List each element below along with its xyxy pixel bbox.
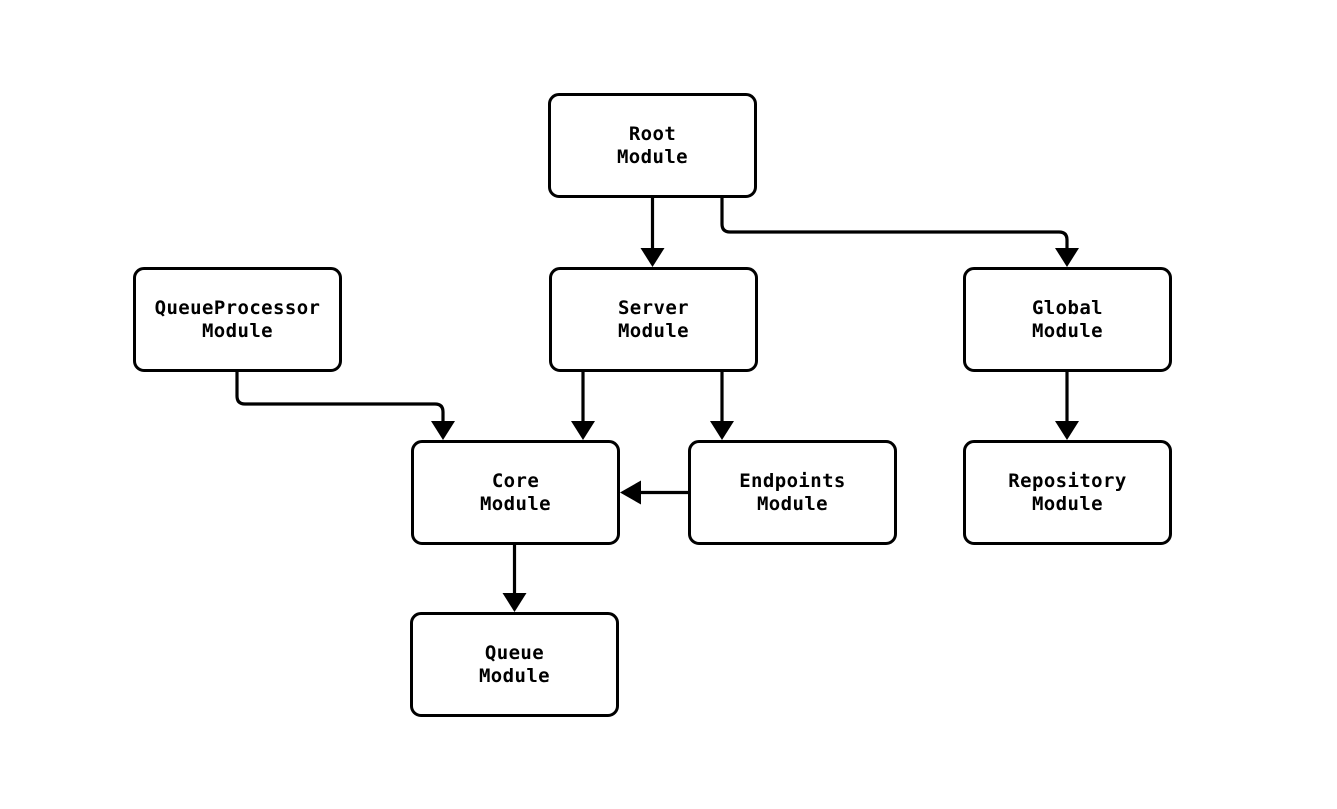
node-root-label-line1: Root xyxy=(628,123,677,145)
node-server-label-line1: Server xyxy=(617,297,690,319)
edge-root-to-global-arrowhead xyxy=(1055,248,1079,267)
node-repository-label-line2: Module xyxy=(1031,492,1104,515)
node-core-label-line1: Core xyxy=(491,470,540,492)
node-global-module: Global Module xyxy=(963,267,1172,372)
node-endpoints-label-line2: Module xyxy=(756,492,829,515)
edge-queueprocessor-to-core-arrowhead xyxy=(431,421,455,440)
node-queueprocessor-label-line2: Module xyxy=(201,319,274,342)
node-endpoints-module: Endpoints Module xyxy=(688,440,897,545)
edge-server-to-endpoints-arrowhead xyxy=(710,421,734,440)
edge-server-to-core-arrowhead xyxy=(571,421,595,440)
edge-queueprocessor-to-core xyxy=(235,372,445,422)
node-endpoints-label-line1: Endpoints xyxy=(739,470,846,492)
node-server-label-line2: Module xyxy=(617,319,690,342)
node-repository-label-line1: Repository xyxy=(1008,470,1127,492)
node-root-module: Root Module xyxy=(548,93,757,198)
node-repository-module: Repository Module xyxy=(963,440,1172,545)
node-global-label-line2: Module xyxy=(1031,319,1104,342)
node-root-label-line2: Module xyxy=(616,145,689,168)
edge-global-to-repository-arrowhead xyxy=(1055,421,1079,440)
edge-endpoints-to-core-arrowhead xyxy=(620,480,641,505)
node-core-label-line2: Module xyxy=(479,492,552,515)
edge-root-to-global xyxy=(720,198,1069,249)
node-queueprocessor-module: QueueProcessor Module xyxy=(133,267,342,372)
edge-core-to-queue-arrowhead xyxy=(502,593,527,612)
edge-root-to-server-arrowhead xyxy=(640,248,665,267)
node-queue-label-line1: Queue xyxy=(484,642,545,664)
node-queue-module: Queue Module xyxy=(410,612,619,717)
node-queueprocessor-label-line1: QueueProcessor xyxy=(154,297,321,319)
node-core-module: Core Module xyxy=(411,440,620,545)
node-global-label-line1: Global xyxy=(1031,297,1104,319)
node-queue-label-line2: Module xyxy=(478,664,551,687)
node-server-module: Server Module xyxy=(549,267,758,372)
